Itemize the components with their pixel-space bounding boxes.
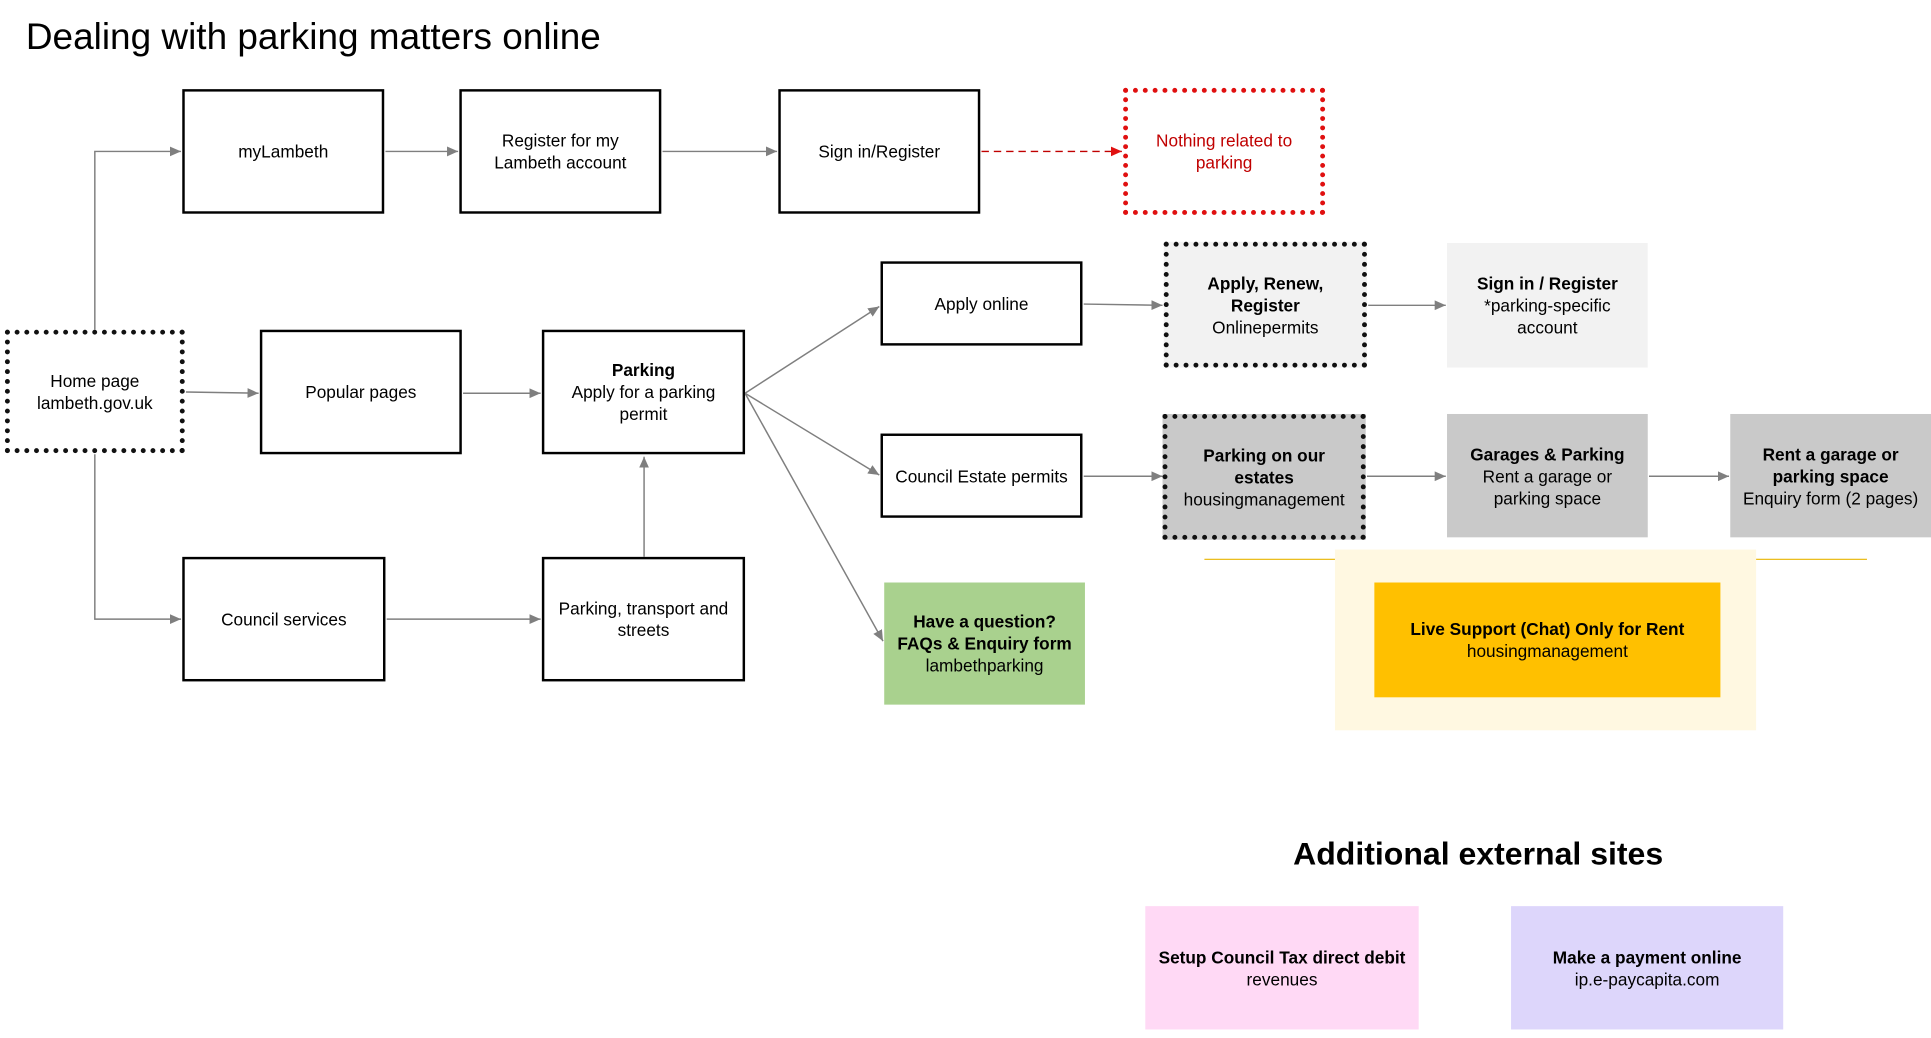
- node-signin-register-label: Sign in/Register: [818, 141, 941, 162]
- node-live-support-sub: housingmanagement: [1466, 641, 1628, 661]
- node-apply-online: Apply online: [880, 261, 1083, 346]
- node-council-estate: Council Estate permits: [880, 433, 1083, 518]
- node-parking-title: Parking: [611, 360, 676, 380]
- page-title: Dealing with parking matters online: [25, 17, 601, 58]
- arrow-home-to-mylambeth: [94, 146, 182, 330]
- node-parking-estates: Parking on our estates housingmanagement: [1162, 413, 1366, 540]
- node-home-page: Home page lambeth.gov.uk: [4, 329, 185, 454]
- node-parking-estates-title: Parking on our estates: [1203, 445, 1325, 487]
- node-rent-garage-sub: Enquiry form (2 pages): [1742, 487, 1919, 508]
- node-apply-online-label: Apply online: [934, 293, 1029, 314]
- node-council-estate-label: Council Estate permits: [895, 465, 1068, 486]
- node-question-sub: lambethparking: [925, 655, 1044, 676]
- node-apply-renew-title: Apply, Renew, Register: [1207, 272, 1324, 315]
- node-parking-sub: Apply for a parking permit: [571, 382, 716, 424]
- node-live-support: Live Support (Chat) Only for Rent housin…: [1374, 582, 1721, 698]
- node-signin-register: Sign in/Register: [778, 89, 981, 214]
- node-question: Have a question? FAQs & Enquiry form lam…: [884, 582, 1085, 705]
- node-register-account-label: Register for my Lambeth account: [494, 130, 627, 173]
- node-nothing-related: Nothing related to parking: [1123, 87, 1326, 215]
- node-parking-transport: Parking, transport and streets: [541, 556, 746, 682]
- arrow-apply-online-to-apply-renew: [1083, 300, 1163, 311]
- node-council-tax-sub: revenues: [1246, 969, 1318, 989]
- node-live-support-title: Live Support (Chat) Only for Rent: [1410, 619, 1685, 639]
- node-register-account: Register for my Lambeth account: [459, 89, 662, 214]
- node-garages-parking: Garages & Parking Rent a garage or parki…: [1447, 413, 1648, 538]
- node-rent-garage: Rent a garage or parking space Enquiry f…: [1730, 413, 1931, 538]
- node-garages-parking-title: Garages & Parking: [1470, 443, 1625, 464]
- node-question-title: Have a question? FAQs & Enquiry form: [897, 611, 1072, 654]
- node-garages-parking-sub: Rent a garage or parking space: [1482, 465, 1613, 508]
- node-council-tax-title: Setup Council Tax direct debit: [1158, 947, 1406, 967]
- node-council-tax: Setup Council Tax direct debit revenues: [1145, 906, 1419, 1030]
- node-home-page-url: lambeth.gov.uk: [37, 392, 153, 413]
- node-signin-parking-title: Sign in / Register: [1476, 273, 1618, 294]
- node-apply-renew: Apply, Renew, Register Onlinepermits: [1163, 241, 1367, 368]
- external-sites-heading: Additional external sites: [1293, 835, 1664, 872]
- node-parking: Parking Apply for a parking permit: [541, 329, 746, 455]
- node-mylambeth-label: myLambeth: [238, 141, 329, 162]
- node-payment-sub: ip.e-paycapita.com: [1574, 969, 1720, 989]
- node-council-services-label: Council services: [221, 609, 347, 629]
- node-popular-pages: Popular pages: [259, 329, 462, 455]
- node-rent-garage-title: Rent a garage or parking space: [1762, 443, 1899, 486]
- node-home-page-label: Home page: [50, 370, 140, 391]
- arrow-home-to-council-services: [94, 454, 182, 625]
- arrow-parking-to-council-estate: [744, 392, 880, 476]
- arrow-parking-to-question: [744, 392, 884, 642]
- node-mylambeth: myLambeth: [182, 89, 385, 214]
- node-signin-parking: Sign in / Register *parking-specific acc…: [1447, 243, 1648, 368]
- node-payment-title: Make a payment online: [1552, 947, 1742, 967]
- node-parking-estates-sub: housingmanagement: [1183, 489, 1345, 509]
- node-parking-transport-label: Parking, transport and streets: [558, 598, 729, 640]
- node-popular-pages-label: Popular pages: [305, 382, 417, 402]
- node-signin-parking-sub: *parking-specific account: [1484, 295, 1611, 338]
- node-payment: Make a payment online ip.e-paycapita.com: [1511, 906, 1784, 1030]
- arrow-parking-to-apply-online: [744, 305, 880, 394]
- node-council-services: Council services: [182, 556, 386, 682]
- arrow-home-to-popular: [185, 388, 259, 398]
- node-nothing-related-label: Nothing related to parking: [1156, 130, 1293, 173]
- node-apply-renew-sub: Onlinepermits: [1212, 316, 1319, 337]
